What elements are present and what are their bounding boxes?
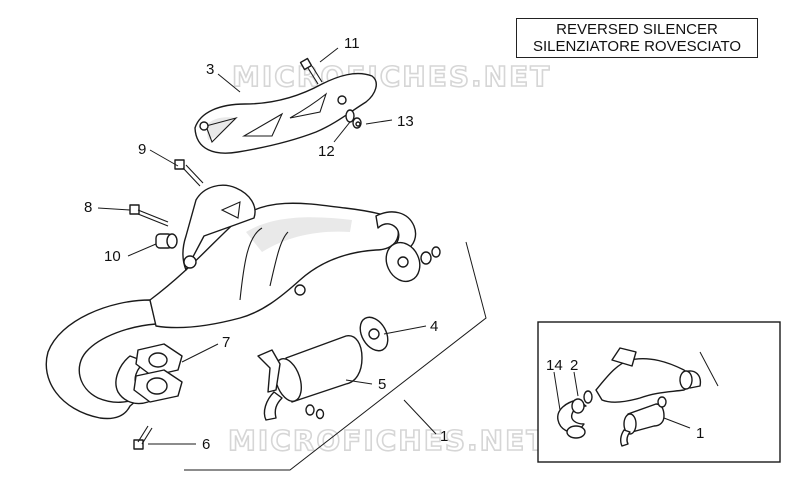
callout-1: 1	[440, 428, 448, 445]
gasket-4	[359, 316, 389, 352]
callout-13: 13	[397, 113, 414, 130]
title-line-1: REVERSED SILENCER	[556, 21, 718, 38]
callout-5: 5	[378, 376, 386, 393]
leader-lines	[97, 47, 427, 445]
leader-1	[403, 399, 437, 435]
callout-8: 8	[84, 199, 92, 216]
title-box: REVERSED SILENCER SILENZIATORE ROVESCIAT…	[516, 18, 758, 58]
callout-3: 3	[206, 61, 214, 78]
exhaust-main-body	[45, 184, 417, 420]
heat-shield	[194, 72, 377, 154]
callout-labels: 11 3 13 12 9 8 10 4 7 5 1 6 14 2 1	[84, 35, 704, 453]
callout-4: 4	[430, 318, 438, 335]
callout-9: 9	[138, 141, 146, 158]
group-bracket-1	[184, 241, 487, 471]
screw-9	[174, 159, 204, 187]
watermark-top: MICROFICHES.NET	[232, 60, 551, 93]
washer-nut-12-13	[345, 109, 362, 129]
callout-12: 12	[318, 143, 335, 160]
callout-2: 2	[570, 357, 578, 374]
silencer-5	[257, 335, 363, 421]
flange-gaskets-7	[133, 343, 183, 403]
screw-11	[299, 57, 323, 85]
callout-11: 11	[344, 35, 360, 52]
screw-6	[133, 425, 153, 450]
watermark-bottom: MICROFICHES.NET	[228, 424, 547, 457]
flange-upper	[385, 241, 441, 283]
reversed-silencer-inset	[537, 321, 781, 463]
spacer-10	[155, 233, 178, 249]
callout-1-inset: 1	[696, 425, 704, 442]
callout-6: 6	[202, 436, 210, 453]
title-line-2: SILENZIATORE ROVESCIATO	[532, 38, 742, 55]
screw-8	[129, 204, 169, 227]
callout-10: 10	[104, 248, 121, 265]
callout-14: 14	[546, 357, 563, 374]
callout-7: 7	[222, 334, 230, 351]
